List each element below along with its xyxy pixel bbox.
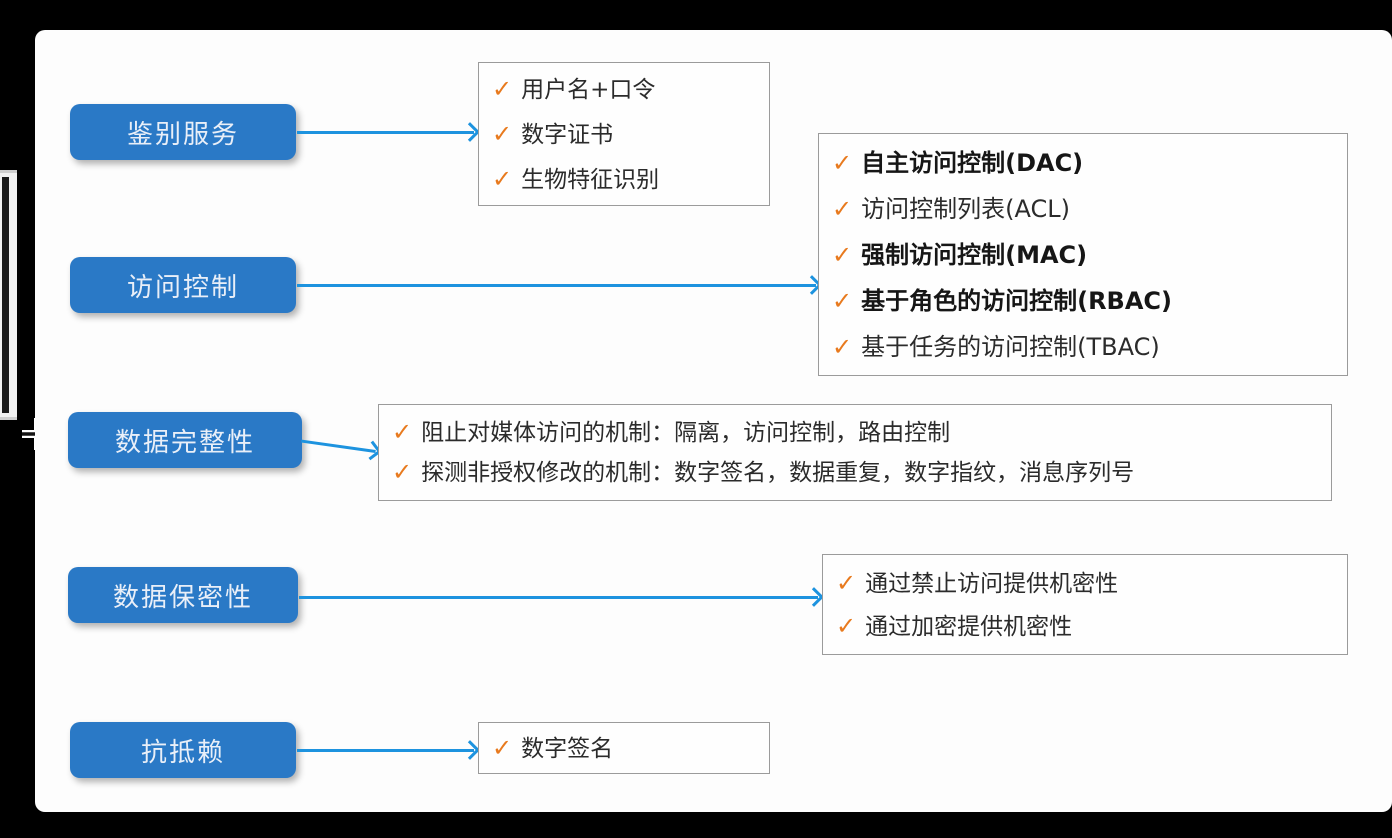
arrow-authentication (297, 120, 480, 144)
arrow-data-integrity (300, 429, 382, 464)
arrow-head-icon (460, 740, 480, 760)
item-text: 通过禁止访问提供机密性 (865, 570, 1119, 597)
details-box-non-repudiation: ✓ 数字签名 (478, 722, 770, 774)
arrow-shaft (297, 283, 816, 287)
list-item: ✓ 通过加密提供机密性 (823, 605, 1347, 648)
item-text: 基于任务的访问控制(TBAC) (861, 332, 1160, 361)
node-label: 鉴别服务 (126, 119, 239, 150)
node-data-integrity: 数据完整性 (68, 412, 302, 468)
node-label: 访问控制 (126, 272, 239, 303)
check-icon: ✓ (492, 74, 513, 103)
check-icon: ✓ (836, 568, 857, 597)
list-item: ✓ 强制访问控制(MAC) (819, 232, 1347, 278)
list-item: ✓ 阻止对媒体访问的机制：隔离，访问控制，路由控制 (379, 413, 1331, 453)
arrow-data-confidentiality (299, 585, 824, 609)
check-icon: ✓ (832, 148, 853, 177)
check-icon: ✓ (832, 286, 853, 315)
arrow-head-icon (460, 122, 480, 142)
item-text: 基于角色的访问控制(RBAC) (861, 286, 1173, 315)
details-box-authentication: ✓ 用户名+口令 ✓ 数字证书 ✓ 生物特征识别 (478, 62, 770, 206)
list-item: ✓ 探测非授权修改的机制：数字签名，数据重复，数字指纹，消息序列号 (379, 453, 1331, 493)
list-item: ✓ 生物特征识别 (479, 157, 769, 202)
check-icon: ✓ (492, 164, 513, 193)
arrow-shaft (297, 130, 474, 134)
arrow-shaft (297, 748, 474, 752)
list-item: ✓ 自主访问控制(DAC) (819, 140, 1347, 186)
partial-window-content (2, 177, 9, 413)
arrow-shaft (299, 595, 818, 599)
node-data-confidentiality: 数据保密性 (68, 567, 298, 623)
arrow-access-control (297, 273, 822, 297)
node-label: 数据保密性 (112, 582, 253, 613)
check-icon: ✓ (832, 332, 853, 361)
check-icon: ✓ (392, 417, 413, 446)
item-text: 阻止对媒体访问的机制：隔离，访问控制，路由控制 (421, 419, 951, 446)
partial-window-edge (0, 170, 17, 420)
check-icon: ✓ (832, 240, 853, 269)
arrow-non-repudiation (297, 738, 480, 762)
node-label: 数据完整性 (114, 427, 255, 458)
node-non-repudiation: 抗抵赖 (70, 722, 296, 778)
item-text: 生物特征识别 (521, 166, 660, 193)
check-icon: ✓ (492, 119, 513, 148)
item-text: 访问控制列表(ACL) (861, 194, 1070, 223)
list-item: ✓ 用户名+口令 (479, 67, 769, 112)
check-icon: ✓ (832, 194, 853, 223)
item-text: 用户名+口令 (521, 76, 656, 103)
node-label: 抗抵赖 (140, 737, 225, 768)
list-item: ✓ 通过禁止访问提供机密性 (823, 562, 1347, 605)
details-box-access-control: ✓ 自主访问控制(DAC) ✓ 访问控制列表(ACL) ✓ 强制访问控制(MAC… (818, 133, 1348, 376)
item-text: 探测非授权修改的机制：数字签名，数据重复，数字指纹，消息序列号 (421, 459, 1135, 486)
arrow-head-icon (804, 587, 824, 607)
item-text: 自主访问控制(DAC) (861, 148, 1084, 177)
check-icon: ✓ (836, 611, 857, 640)
diagram-panel: 鉴别服务 ✓ 用户名+口令 ✓ 数字证书 ✓ 生物特征识别 访问控制 ✓ 自主访… (35, 30, 1392, 812)
node-authentication-service: 鉴别服务 (70, 104, 296, 160)
check-icon: ✓ (492, 733, 513, 762)
item-text: 数字证书 (521, 121, 614, 148)
list-item: ✓ 数字证书 (479, 112, 769, 157)
details-box-data-integrity: ✓ 阻止对媒体访问的机制：隔离，访问控制，路由控制 ✓ 探测非授权修改的机制：数… (378, 404, 1332, 501)
check-icon: ✓ (392, 457, 413, 486)
item-text: 数字签名 (521, 735, 614, 762)
list-item: ✓ 基于任务的访问控制(TBAC) (819, 324, 1347, 370)
list-item: ✓ 访问控制列表(ACL) (819, 186, 1347, 232)
details-box-data-confidentiality: ✓ 通过禁止访问提供机密性 ✓ 通过加密提供机密性 (822, 554, 1348, 655)
list-item: ✓ 基于角色的访问控制(RBAC) (819, 278, 1347, 324)
list-item: ✓ 数字签名 (479, 733, 769, 764)
node-access-control: 访问控制 (70, 257, 296, 313)
item-text: 通过加密提供机密性 (865, 613, 1073, 640)
item-text: 强制访问控制(MAC) (861, 240, 1088, 269)
